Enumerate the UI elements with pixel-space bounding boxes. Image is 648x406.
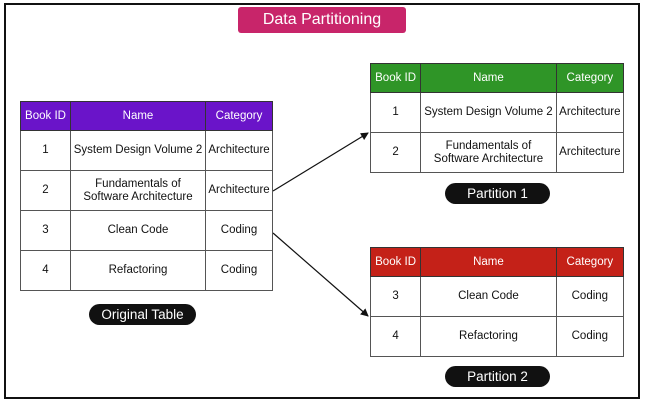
cell-category: Architecture — [205, 170, 273, 211]
partition-1-caption: Partition 1 — [445, 183, 550, 204]
cell-name: Clean Code — [70, 210, 206, 251]
column-header-category: Category — [555, 63, 625, 93]
cell-category: Architecture — [555, 92, 625, 133]
cell-name: Refactoring — [70, 250, 206, 291]
cell-book-id: 1 — [369, 92, 422, 133]
cell-name: System Design Volume 2 — [420, 92, 557, 133]
table-row: 4 Refactoring Coding — [369, 316, 625, 357]
table-row: 1 System Design Volume 2 Architecture — [369, 92, 625, 133]
cell-name: Refactoring — [420, 316, 557, 357]
cell-category: Architecture — [205, 130, 273, 171]
column-header-category: Category — [205, 101, 273, 131]
table-row: 2 Fundamentals of Software Architecture … — [20, 170, 273, 211]
table-row: 3 Clean Code Coding — [20, 210, 273, 251]
cell-book-id: 4 — [369, 316, 422, 357]
table-row: 2 Fundamentals of Software Architecture … — [369, 132, 625, 173]
table-header-row: Book ID Name Category — [369, 63, 625, 93]
cell-category: Coding — [555, 276, 625, 317]
cell-category: Architecture — [555, 132, 625, 173]
original-table-caption: Original Table — [89, 304, 196, 325]
column-header-name: Name — [70, 101, 206, 131]
table-header-row: Book ID Name Category — [20, 101, 273, 131]
cell-book-id: 3 — [369, 276, 422, 317]
column-header-book-id: Book ID — [20, 101, 71, 131]
column-header-category: Category — [555, 247, 625, 277]
partition-2-caption: Partition 2 — [445, 366, 550, 387]
partition-2-table: Book ID Name Category 3 Clean Code Codin… — [369, 247, 625, 357]
diagram-title: Data Partitioning — [238, 7, 406, 33]
cell-book-id: 2 — [369, 132, 422, 173]
table-row: 1 System Design Volume 2 Architecture — [20, 130, 273, 171]
original-table: Book ID Name Category 1 System Design Vo… — [20, 101, 273, 291]
cell-name: Fundamentals of Software Architecture — [70, 170, 206, 211]
cell-name: System Design Volume 2 — [70, 130, 206, 171]
arrow-to-partition-2 — [272, 232, 369, 317]
cell-name: Clean Code — [420, 276, 557, 317]
cell-book-id: 2 — [20, 170, 71, 211]
cell-category: Coding — [555, 316, 625, 357]
table-header-row: Book ID Name Category — [369, 247, 625, 277]
column-header-book-id: Book ID — [369, 247, 422, 277]
arrow-to-partition-1 — [272, 132, 369, 192]
cell-category: Coding — [205, 250, 273, 291]
column-header-name: Name — [420, 63, 557, 93]
cell-book-id: 3 — [20, 210, 71, 251]
cell-name: Fundamentals of Software Architecture — [420, 132, 557, 173]
column-header-name: Name — [420, 247, 557, 277]
table-row: 3 Clean Code Coding — [369, 276, 625, 317]
column-header-book-id: Book ID — [369, 63, 422, 93]
cell-book-id: 1 — [20, 130, 71, 171]
cell-category: Coding — [205, 210, 273, 251]
table-row: 4 Refactoring Coding — [20, 250, 273, 291]
partition-1-table: Book ID Name Category 1 System Design Vo… — [369, 63, 625, 173]
cell-book-id: 4 — [20, 250, 71, 291]
